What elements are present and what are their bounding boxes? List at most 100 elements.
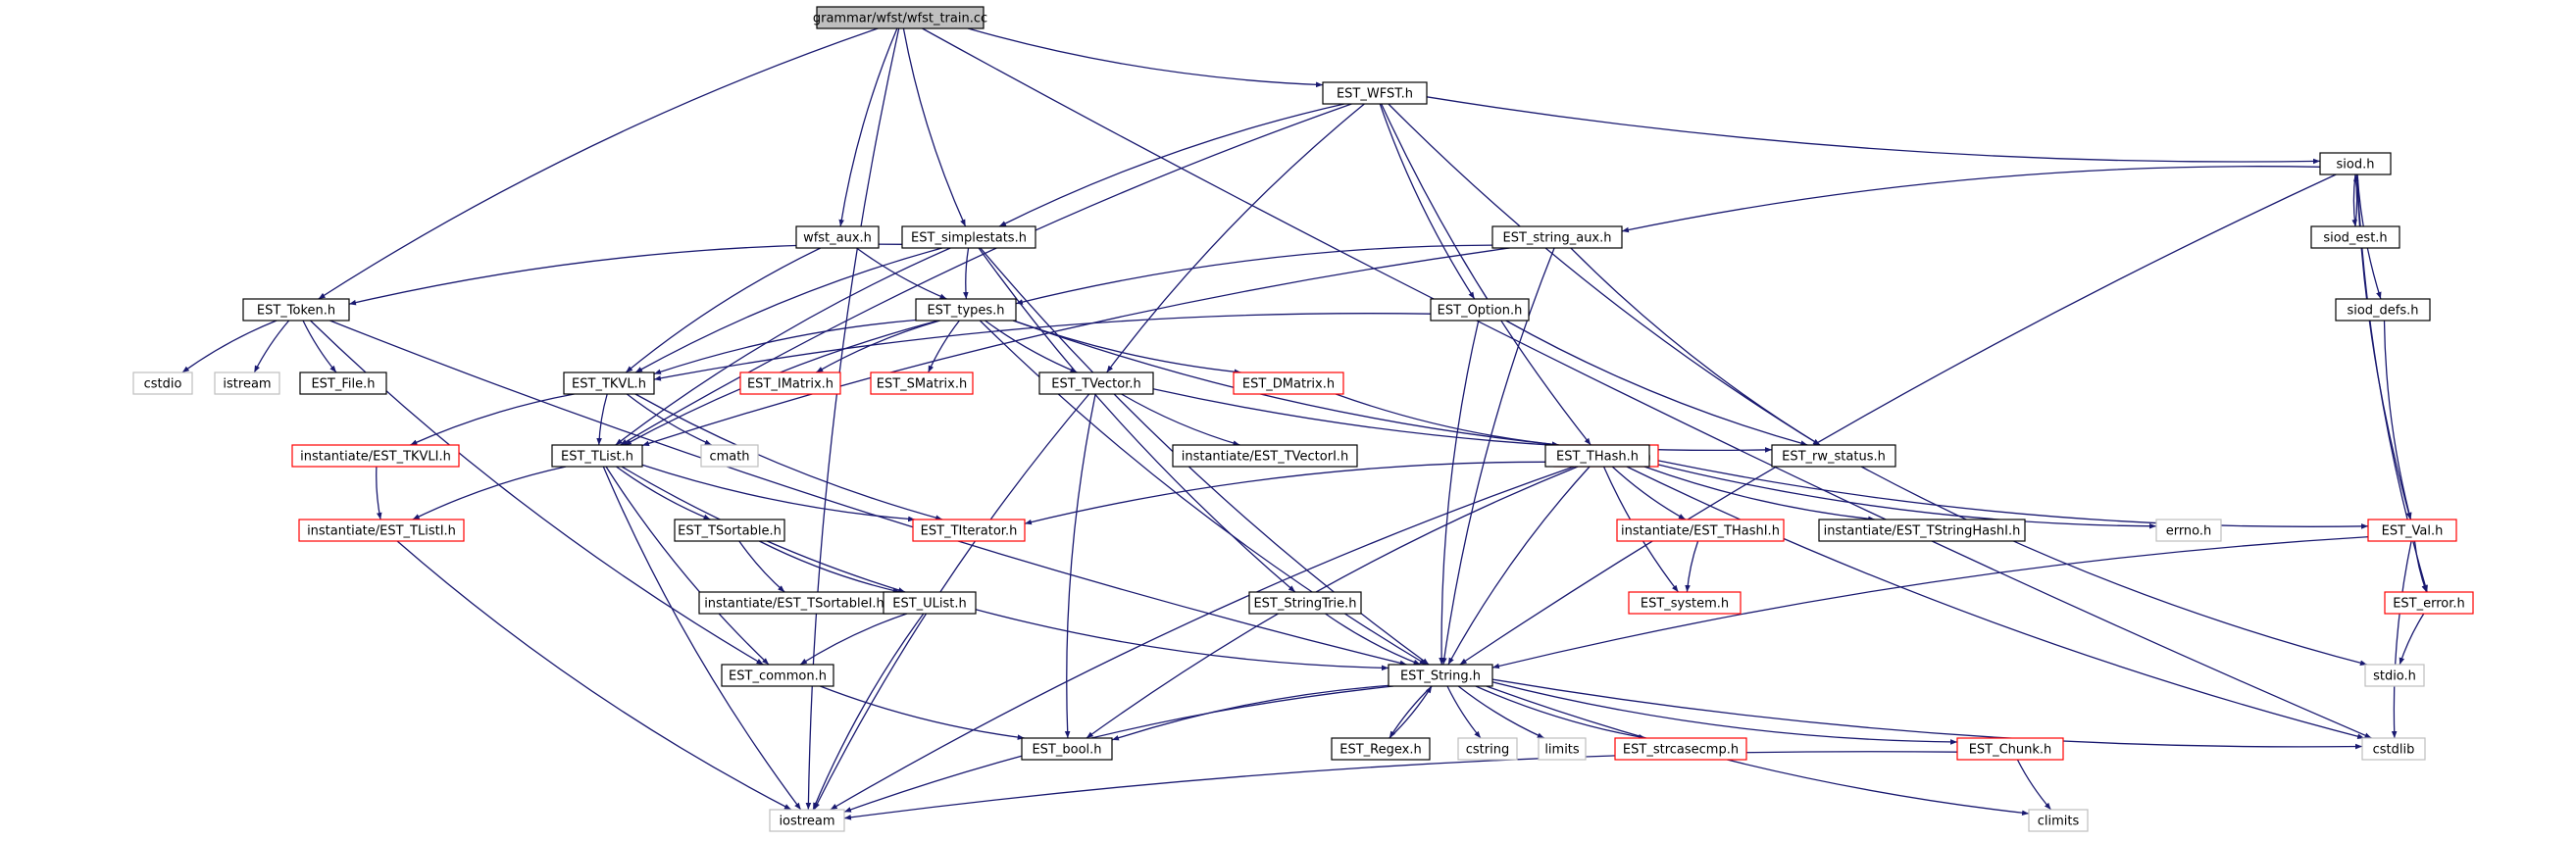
node-titerator[interactable]: EST_TIterator.h [912,519,1026,542]
edge-eststring-to-climits [1486,685,2030,817]
node-label: EST_DMatrix.h [1242,377,1335,392]
node-label: cmath [709,450,749,465]
node-label: EST_string_aux.h [1503,231,1612,246]
node-limits[interactable]: limits [1538,737,1587,761]
node-wfstaux[interactable]: wfst_aux.h [795,225,880,249]
node-label: EST_UList.h [892,597,967,612]
edge-chunk-to-iostream [843,751,1958,820]
node-ulist[interactable]: EST_UList.h [883,591,977,615]
node-iostream[interactable]: iostream [769,809,845,832]
node-bool[interactable]: EST_bool.h [1021,737,1113,761]
node-box [901,225,1036,249]
node-types[interactable]: EST_types.h [915,298,1017,322]
node-istream[interactable]: istream [214,371,280,395]
node-label: instantiate/EST_TListI.h [307,524,456,539]
node-label: EST_Val.h [2382,524,2444,539]
edge-thash-to-bool [1086,466,1579,739]
edge-common-to-bool [820,685,1025,740]
node-box [739,371,841,395]
node-thash[interactable]: EST_THash.h [1544,444,1650,468]
node-climits[interactable]: climits [2028,809,2089,832]
node-errno[interactable]: errno.h [2155,519,2222,542]
node-tlist[interactable]: EST_TList.h [551,444,643,468]
node-box [2361,737,2426,761]
node-box [1331,737,1431,761]
node-label: EST_IMatrix.h [747,377,833,392]
node-label: EST_error.h [2393,597,2465,612]
node-label: EST_TVector.h [1051,377,1140,392]
node-box [1616,519,1785,542]
node-tstringhashi[interactable]: instantiate/EST_TStringHashI.h [1818,519,2026,542]
node-dmatrix[interactable]: EST_DMatrix.h [1233,371,1344,395]
node-siodest[interactable]: siod_est.h [2310,225,2400,249]
node-box [563,371,655,395]
node-thashi[interactable]: instantiate/EST_THashI.h [1616,519,1785,542]
node-strcasecmp[interactable]: EST_strcasecmp.h [1614,737,1747,761]
node-error[interactable]: EST_error.h [2384,591,2474,615]
node-label: EST_File.h [311,377,375,392]
node-common[interactable]: EST_common.h [721,664,834,687]
node-tkvli[interactable]: instantiate/EST_TKVLI.h [291,444,460,468]
node-stringaux[interactable]: EST_string_aux.h [1491,225,1623,249]
node-val[interactable]: EST_Val.h [2367,519,2457,542]
edge-types-to-tvector [985,320,1078,373]
node-box [1038,371,1154,395]
node-tsortablei[interactable]: instantiate/EST_TSortableI.h [698,591,890,615]
node-cstdlib[interactable]: cstdlib [2361,737,2426,761]
node-box [551,444,643,468]
edge-root-to-simplestats [902,27,967,227]
edge-thash-to-titerator [1024,461,1546,525]
node-chunk[interactable]: EST_Chunk.h [1956,737,2064,761]
node-file[interactable]: EST_File.h [299,371,387,395]
node-tsortable[interactable]: EST_TSortable.h [674,519,785,542]
node-tvector[interactable]: EST_TVector.h [1038,371,1154,395]
node-box [2384,591,2474,615]
node-label: EST_system.h [1641,597,1729,612]
edge-siodest-to-siod [2353,173,2359,227]
edge-root-to-iostream [805,27,900,811]
edge-regex-to-eststring [1389,685,1433,739]
edge-tkvli-to-tlisti [376,466,382,520]
node-siod[interactable]: siod.h [2319,152,2392,175]
edge-wfst-to-tvector [1106,103,1365,373]
node-label: instantiate/EST_TStringHashI.h [1824,524,2021,539]
edge-root-to-cstdlib [922,27,2372,739]
node-cstdio[interactable]: cstdio [132,371,193,395]
node-label: siod_defs.h [2347,304,2418,319]
edge-eststring-to-limits [1457,685,1545,739]
node-box [1771,444,1896,468]
node-tkvl[interactable]: EST_TKVL.h [563,371,655,395]
edge-thash-to-iostream [830,466,1575,811]
node-sioddefs[interactable]: siod_defs.h [2335,298,2431,322]
node-cstring[interactable]: cstring [1457,737,1518,761]
edge-eststring-to-cstring [1446,685,1482,739]
node-tvectori[interactable]: instantiate/EST_TVectorI.h [1172,444,1358,468]
node-simplestats[interactable]: EST_simplestats.h [901,225,1036,249]
node-system[interactable]: EST_system.h [1628,591,1742,615]
node-tlisti[interactable]: instantiate/EST_TListI.h [298,519,465,542]
edge-tlist-to-titerator [641,464,916,522]
edge-thash-to-tstringhashi [1643,466,1876,522]
node-regex[interactable]: EST_Regex.h [1331,737,1431,761]
node-imatrix[interactable]: EST_IMatrix.h [739,371,841,395]
node-box [1430,298,1530,322]
node-label: siod_est.h [2323,231,2387,246]
node-eststring[interactable]: EST_String.h [1388,664,1493,687]
node-option[interactable]: EST_Option.h [1430,298,1530,322]
node-token[interactable]: EST_Token.h [242,298,350,322]
node-cmath[interactable]: cmath [700,444,759,468]
node-wfst[interactable]: EST_WFST.h [1322,81,1428,105]
node-box [1538,737,1587,761]
node-stringtrie[interactable]: EST_StringTrie.h [1248,591,1362,615]
node-box [1491,225,1623,249]
node-label: iostream [779,815,834,829]
node-label: cstdlib [2373,743,2415,758]
node-smatrix[interactable]: EST_SMatrix.h [870,371,974,395]
node-label: EST_String.h [1400,669,1481,684]
node-rwstatus[interactable]: EST_rw_status.h [1771,444,1896,468]
node-stdio[interactable]: stdio.h [2364,664,2425,687]
node-label: EST_TKVL.h [572,377,646,392]
node-root[interactable]: grammar/wfst/wfst_train.cc [813,6,987,29]
edge-thash-to-eststring [1447,466,1591,666]
edge-rwstatus-to-stdio [1860,466,2368,666]
